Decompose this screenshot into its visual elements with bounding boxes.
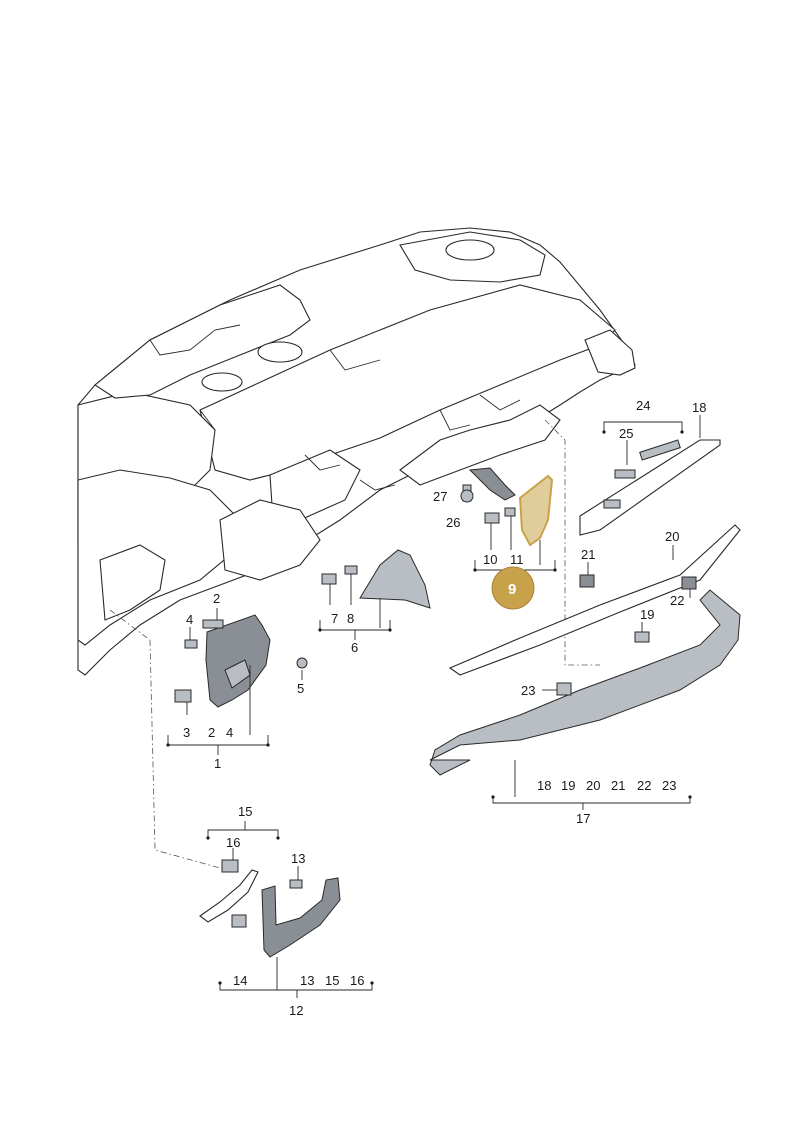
- part-17-trim-assembly: [429, 415, 741, 810]
- label-3: 3: [183, 725, 190, 740]
- label-15-bottom: 15: [325, 973, 339, 988]
- reference-lines: [109, 419, 600, 869]
- label-20-bottom: 20: [586, 778, 600, 793]
- label-8: 8: [347, 611, 354, 626]
- label-13-top: 13: [291, 851, 305, 866]
- label-7: 7: [331, 611, 338, 626]
- label-4-bottom: 4: [226, 725, 233, 740]
- label-21-top: 21: [581, 547, 595, 562]
- label-16-bottom: 16: [350, 973, 364, 988]
- label-23-left: 23: [521, 683, 535, 698]
- label-14: 14: [233, 973, 247, 988]
- label-21-bottom: 21: [611, 778, 625, 793]
- label-18-top: 18: [692, 400, 706, 415]
- label-9: 9: [508, 581, 516, 598]
- label-15-top: 15: [238, 804, 252, 819]
- dashboard-body: [77, 227, 636, 676]
- part-6-cover: [319, 549, 431, 640]
- leader-dots: [166, 430, 692, 985]
- part-9-panel: [460, 467, 556, 571]
- callout-labels: 1 2 2 3 4 4 5 6 7 8 9 10 11 12 13 13 14 …: [183, 398, 706, 1018]
- label-17: 17: [576, 811, 590, 826]
- label-22-top: 22: [670, 593, 684, 608]
- label-19-bottom: 19: [561, 778, 575, 793]
- label-18-bottom: 18: [537, 778, 551, 793]
- label-20-top: 20: [665, 529, 679, 544]
- label-5: 5: [297, 681, 304, 696]
- label-6: 6: [351, 640, 358, 655]
- label-22-bottom: 22: [637, 778, 651, 793]
- label-12: 12: [289, 1003, 303, 1018]
- label-25: 25: [619, 426, 633, 441]
- label-23-bottom: 23: [662, 778, 676, 793]
- label-1: 1: [214, 756, 221, 771]
- label-27: 27: [433, 489, 447, 504]
- part-1-bracket: [167, 608, 308, 755]
- highlight-badge-9: [491, 566, 535, 610]
- label-24: 24: [636, 398, 650, 413]
- label-26: 26: [446, 515, 460, 530]
- label-4-top: 4: [186, 612, 193, 627]
- label-11: 11: [510, 552, 524, 567]
- label-2-top: 2: [213, 591, 220, 606]
- part-12-lower-trim: [199, 821, 373, 998]
- label-16-top: 16: [226, 835, 240, 850]
- label-19-top: 19: [640, 607, 654, 622]
- label-13-bottom: 13: [300, 973, 314, 988]
- label-10: 10: [483, 552, 497, 567]
- label-2-bottom: 2: [208, 725, 215, 740]
